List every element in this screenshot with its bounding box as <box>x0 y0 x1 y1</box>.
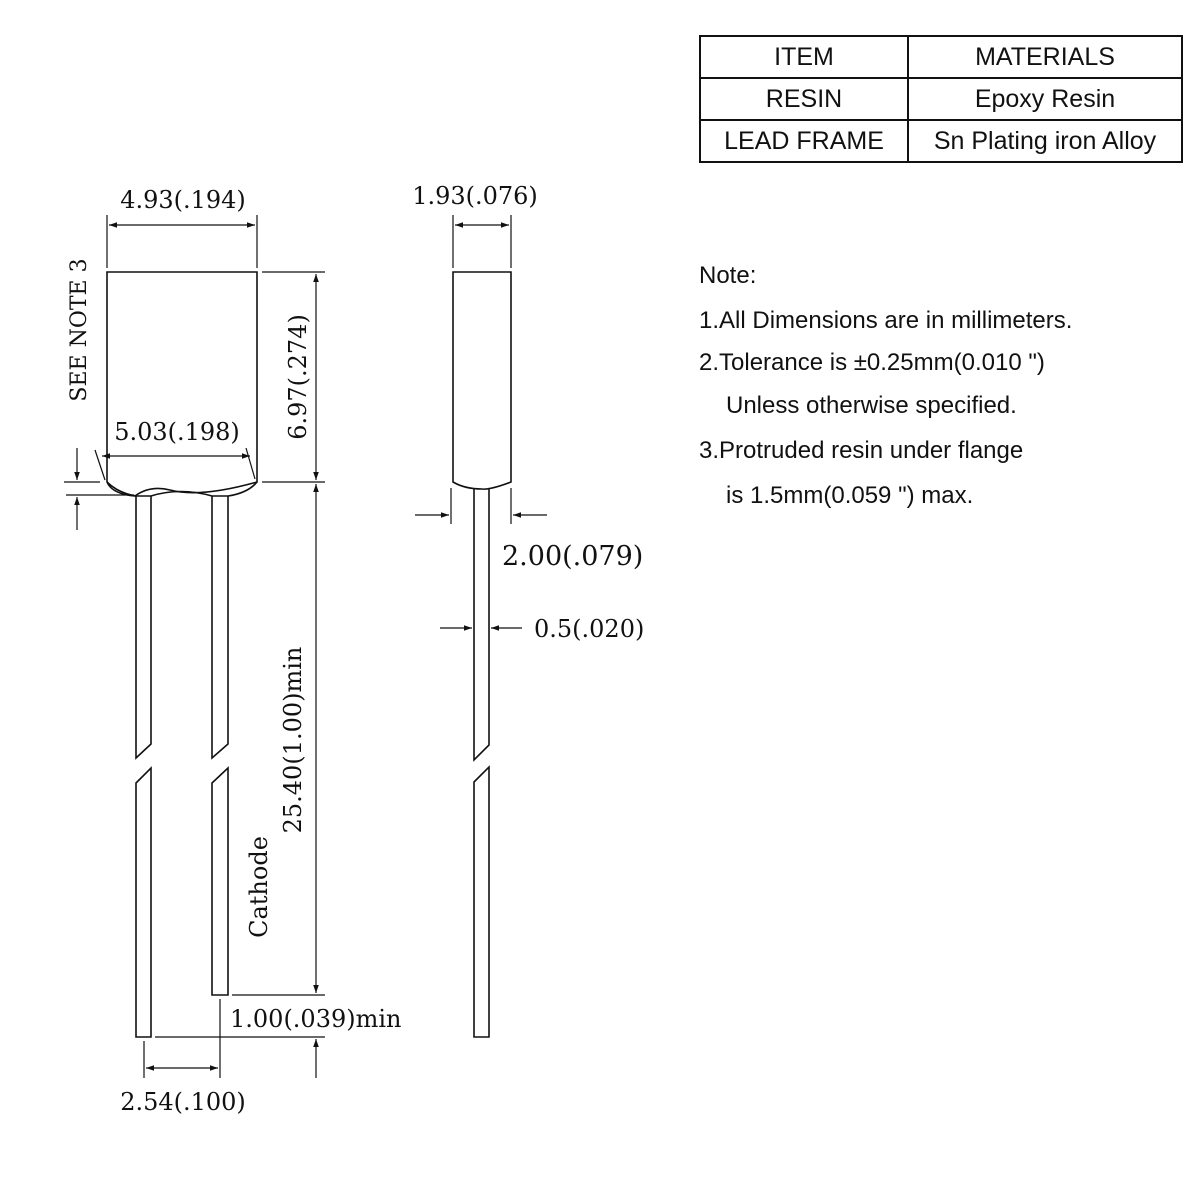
side-lead <box>473 489 490 1038</box>
notes-title: Note: <box>699 262 757 289</box>
table-row: RESIN Epoxy Resin <box>699 77 1183 121</box>
table-cell: Sn Plating iron Alloy <box>907 119 1183 163</box>
lead-left <box>135 496 152 1038</box>
lead-thickness-label: 0.5(.020) <box>534 615 644 643</box>
table-row: LEAD FRAME Sn Plating iron Alloy <box>699 119 1183 163</box>
note-item: 3.Protruded resin under flange <box>699 437 1024 464</box>
note-item: is 1.5mm(0.059 ") max. <box>726 482 974 509</box>
table-cell: LEAD FRAME <box>699 119 909 163</box>
see-note-label: SEE NOTE 3 <box>67 258 92 401</box>
cathode-label: Cathode <box>245 836 273 938</box>
materials-table: ITEM MATERIALS RESIN Epoxy Resin LEAD FR… <box>699 35 1183 163</box>
flange-curve <box>106 481 258 497</box>
body-outline <box>106 271 258 497</box>
header-cell: ITEM <box>699 35 909 79</box>
lead-right <box>211 496 229 996</box>
lead-length-label: 25.40(1.00)min <box>279 647 307 834</box>
note-item: Unless otherwise specified. <box>726 392 1017 419</box>
thickness-label: 1.93(.076) <box>412 182 538 210</box>
width-label: 4.93(.194) <box>120 186 246 214</box>
pitch-label: 2.54(.100) <box>120 1088 246 1116</box>
front-view: 4.93(.194) 5.03(.198) 6.97(.274) SEE NOT… <box>64 186 402 1116</box>
table-header-row: ITEM MATERIALS <box>699 35 1183 79</box>
notes: Note: 1.All Dimensions are in millimeter… <box>699 253 1072 518</box>
side-body <box>452 271 512 490</box>
note-item: 2.Tolerance is ±0.25mm(0.010 ") <box>699 349 1045 376</box>
flange-thickness-label: 2.00(.079) <box>502 541 643 572</box>
lead-diff-label: 1.00(.039)min <box>230 1005 402 1033</box>
header-cell: MATERIALS <box>907 35 1183 79</box>
table-cell: RESIN <box>699 77 909 121</box>
flange-width-label: 5.03(.198) <box>114 418 240 446</box>
table-cell: Epoxy Resin <box>907 77 1183 121</box>
height-label: 6.97(.274) <box>284 314 312 440</box>
note-item: 1.All Dimensions are in millimeters. <box>699 307 1073 334</box>
side-view: 1.93(.076) 2.00(.079) 0.5(.020) <box>412 182 644 1038</box>
